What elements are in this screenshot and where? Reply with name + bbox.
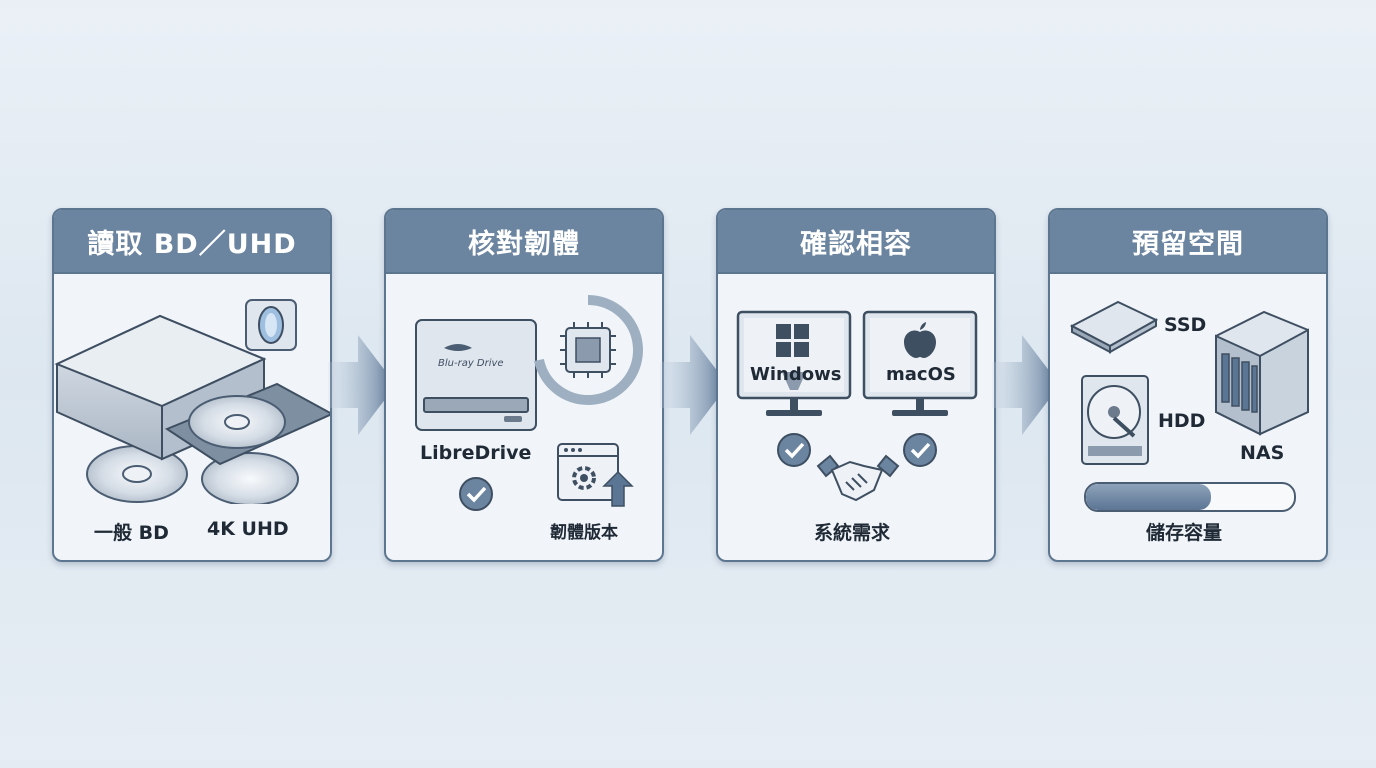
disc-icon [201,452,299,504]
panel-title: 預留空間 [1050,210,1326,274]
chip-icon [534,295,643,405]
nas-icon [1215,310,1309,436]
label-windows: Windows [750,364,842,385]
check-icon [777,433,811,467]
panel-title: 讀取 BD／UHD [54,210,330,274]
windows-logo-icon [776,324,809,357]
panel-read-disc: 讀取 BD／UHD 一般 BD 4K UHD [52,208,332,562]
panel-compatibility: 確認相容 Windows macOS [716,208,996,562]
label-hdd: HDD [1158,410,1206,432]
arrow-right-icon [660,335,728,435]
drive-logo-text: Blu-ray Drive [438,358,504,369]
apple-logo-icon [904,322,936,358]
storage-capacity-fill [1086,484,1211,510]
panel-firmware: 核對韌體 Blu-ray Drive LibreDrive [384,208,664,562]
label-nas: NAS [1240,442,1285,464]
label-bd: 一般 BD [94,522,169,544]
optical-drive-icon [54,314,330,504]
bluray-drive-icon [415,319,537,431]
arrow-right-icon [992,335,1060,435]
lens-icon [245,299,297,351]
panel-title: 核對韌體 [386,210,662,274]
label-storage-capacity: 儲存容量 [1146,522,1223,544]
label-ssd: SSD [1164,314,1207,336]
panel-storage: 預留空間 SSD HDD NAS 儲存容量 [1048,208,1328,562]
label-4k-uhd: 4K UHD [207,518,289,540]
storage-capacity-bar [1084,482,1296,512]
label-macos: macOS [886,364,956,385]
label-system-requirements: 系統需求 [814,522,891,544]
label-libredrive: LibreDrive [420,442,532,464]
panel-title: 確認相容 [718,210,994,274]
ssd-icon [1069,300,1159,354]
handshake-icon [816,454,900,502]
arrow-right-icon [328,335,396,435]
check-icon [903,433,937,467]
firmware-update-icon [557,443,634,507]
label-firmware-version: 韌體版本 [550,523,618,543]
hdd-icon [1081,375,1149,465]
monitor-windows-icon [736,310,852,416]
monitor-mac-icon [862,310,978,416]
check-icon [459,477,493,511]
